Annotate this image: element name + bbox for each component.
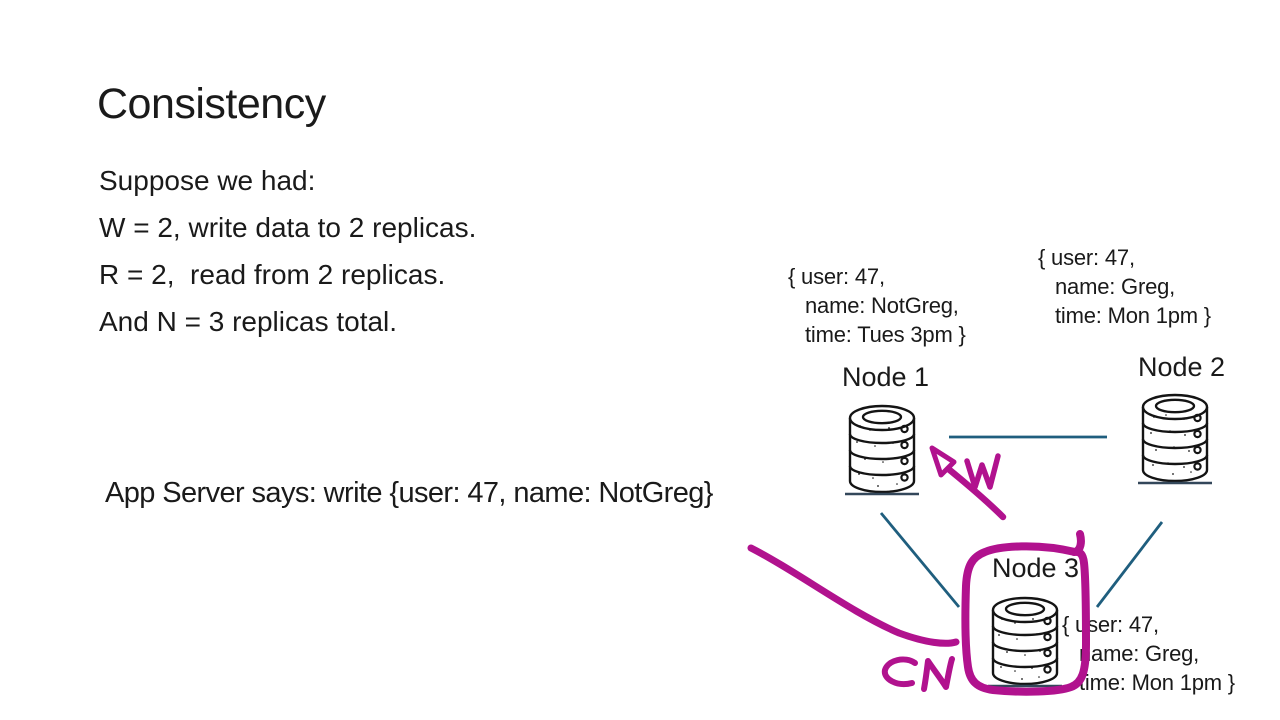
node2-label: Node 2: [1138, 352, 1226, 382]
handwritten-c-glyph: [881, 656, 918, 687]
node3-label: Node 3: [992, 553, 1080, 583]
node3-record: { user: 47, name: Greg, time: Mon 1pm }: [1062, 612, 1235, 695]
body-line-w: W = 2, write data to 2 replicas.: [99, 212, 477, 243]
connector-node2-node3: [1095, 521, 1164, 608]
cn-annotation: [881, 656, 955, 692]
node1-record: { user: 47, name: NotGreg, time: Tues 3p…: [788, 264, 966, 347]
database-icon: [1138, 393, 1212, 485]
node2-record: { user: 47, name: Greg, time: Mon 1pm }: [1038, 245, 1211, 328]
database-icon: [988, 596, 1062, 688]
cn-label-text: CN: [0, 0, 1, 1]
body-line-suppose: Suppose we had:: [99, 165, 316, 196]
page-title: Consistency: [97, 80, 326, 128]
write-label-text: W: [0, 0, 1, 1]
node1-label: Node 1: [842, 362, 930, 392]
body-text: Suppose we had: W = 2, write data to 2 r…: [99, 157, 476, 345]
body-line-n: And N = 3 replicas total.: [99, 306, 398, 337]
body-line-r: R = 2, read from 2 replicas.: [99, 259, 446, 290]
connector-node1-node3: [879, 512, 961, 608]
app-server-text: App Server says: write {user: 47, name: …: [105, 477, 713, 509]
handwritten-w-glyph: [964, 453, 1001, 490]
write-arrow-annotation: [929, 445, 1007, 521]
pointer-curve-annotation: [747, 544, 960, 647]
handwritten-n-glyph: [921, 656, 955, 692]
database-icon: [845, 404, 919, 496]
